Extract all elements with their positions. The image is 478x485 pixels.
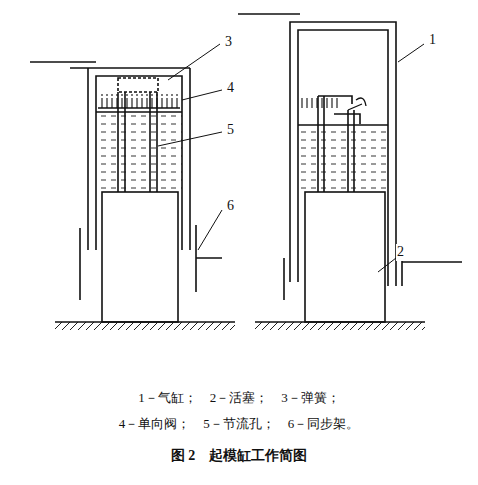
figure-caption: 图 2 起模缸工作简图 bbox=[171, 448, 308, 465]
callout-number: 6 bbox=[226, 198, 235, 215]
legend-line: 4－单向阀； 5－节流孔； 6－同步架。 bbox=[119, 416, 360, 432]
callout-number: 3 bbox=[224, 34, 233, 51]
legend-line: 1－气缸； 2－活塞； 3－弹簧； bbox=[138, 390, 340, 406]
callout-number: 4 bbox=[226, 80, 235, 97]
callout-number: 2 bbox=[396, 244, 405, 261]
callout-number: 5 bbox=[226, 122, 235, 139]
leader-lines bbox=[158, 44, 424, 272]
callout-number: 1 bbox=[428, 32, 437, 49]
